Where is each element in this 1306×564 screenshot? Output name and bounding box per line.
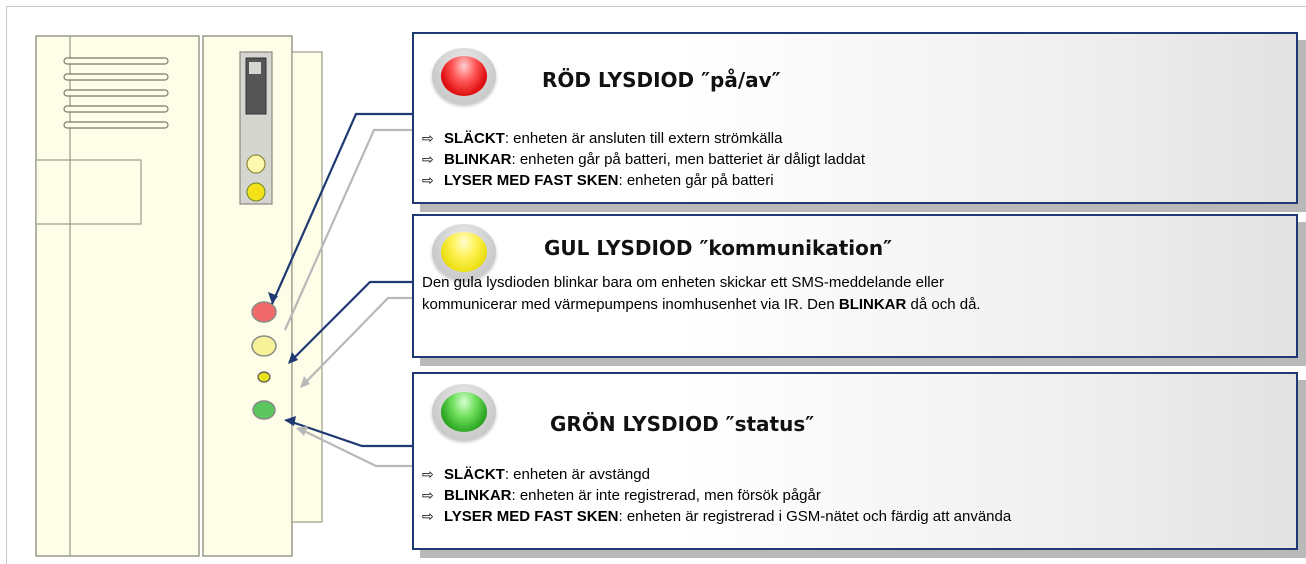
slot-led-lower — [246, 182, 266, 202]
device-clip — [35, 159, 142, 225]
device-led-green — [252, 400, 276, 420]
yellow-led-icon — [432, 224, 496, 280]
list-item: ⇨LYSER MED FAST SKEN: enheten är registr… — [422, 506, 1011, 527]
slot-led-upper — [246, 154, 266, 174]
connector-green-light — [297, 427, 420, 468]
device-led-yellow — [251, 335, 277, 357]
device-left-body — [35, 35, 200, 557]
vent-slat — [63, 73, 169, 81]
panel-yellow-led: GUL LYSDIOD ″kommunikation″ Den gula lys… — [412, 214, 1298, 358]
arrow-icon: ⇨ — [422, 509, 434, 525]
list-item: ⇨BLINKAR: enheten är inte registrerad, m… — [422, 485, 1011, 506]
list-item: ⇨SLÄCKT: enheten är avstängd — [422, 464, 1011, 485]
panel-red-led: RÖD LYSDIOD ″på/av″ ⇨SLÄCKT: enheten är … — [412, 32, 1298, 204]
connector-yellow-dark — [289, 280, 412, 363]
list-item: ⇨LYSER MED FAST SKEN: enheten går på bat… — [422, 170, 865, 191]
connector-red-light — [283, 128, 420, 331]
panel-green-title: GRÖN LYSDIOD ″status″ — [550, 412, 815, 436]
arrow-icon: ⇨ — [422, 467, 434, 483]
red-led-icon — [432, 48, 496, 104]
device-led-yellow-small — [257, 371, 271, 383]
green-led-icon — [432, 384, 496, 440]
arrow-icon: ⇨ — [422, 488, 434, 504]
connector-yellow-light — [301, 296, 420, 387]
arrow-icon: ⇨ — [422, 152, 434, 168]
panel-yellow-title: GUL LYSDIOD ″kommunikation″ — [544, 236, 893, 260]
connector-green-dark — [285, 418, 412, 448]
arrow-icon: ⇨ — [422, 173, 434, 189]
panel-green-led: GRÖN LYSDIOD ″status″ ⇨SLÄCKT: enheten ä… — [412, 372, 1298, 550]
connector-red-dark — [270, 112, 412, 305]
device-side-panel — [291, 51, 323, 523]
arrow-icon: ⇨ — [422, 131, 434, 147]
list-item: ⇨BLINKAR: enheten går på batteri, men ba… — [422, 149, 865, 170]
vent-slat — [63, 121, 169, 129]
vent-slat — [63, 57, 169, 65]
panel-yellow-description: Den gula lysdioden blinkar bara om enhet… — [422, 274, 981, 313]
diagram-frame — [6, 6, 1306, 564]
vent-slat — [63, 105, 169, 113]
panel-green-list: ⇨SLÄCKT: enheten är avstängd ⇨BLINKAR: e… — [422, 464, 1011, 527]
panel-red-list: ⇨SLÄCKT: enheten är ansluten till extern… — [422, 128, 865, 191]
device-illustration — [35, 35, 420, 557]
vent-slat — [63, 89, 169, 97]
list-item: ⇨SLÄCKT: enheten är ansluten till extern… — [422, 128, 865, 149]
device-led-red — [251, 301, 277, 323]
panel-red-title: RÖD LYSDIOD ″på/av″ — [542, 68, 781, 92]
